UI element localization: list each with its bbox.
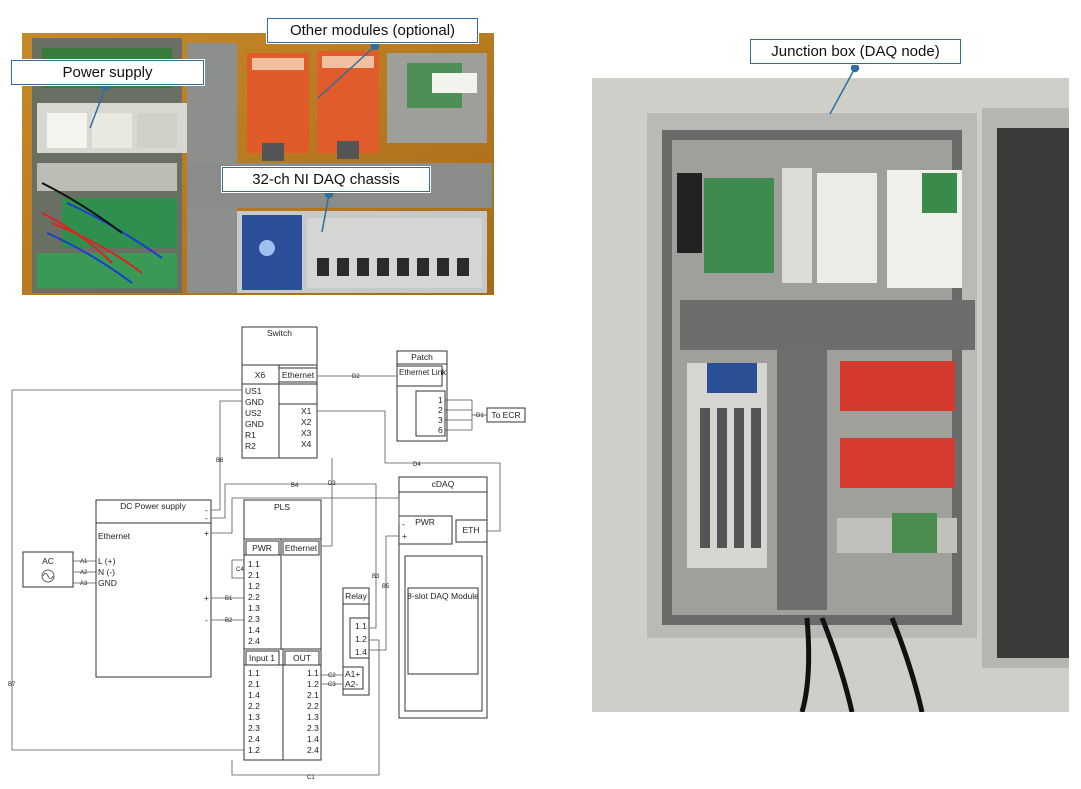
switch-title: Switch xyxy=(267,328,292,338)
pls-out-pin-7: 1.4 xyxy=(307,734,319,744)
ac-pin-a3: A3 xyxy=(80,581,88,587)
patch-title: Patch xyxy=(411,352,433,362)
pls-pwr-pin-3: 1.2 xyxy=(248,581,260,591)
relay-title: Relay xyxy=(345,591,367,601)
wire-label-b3: B3 xyxy=(372,574,380,580)
relay-coil-a1: A1+ xyxy=(345,669,360,679)
switch-pin-us1: US1 xyxy=(245,386,262,396)
pls-pwr-pin-6: 2.3 xyxy=(248,614,260,624)
to-ecr-label: To ECR xyxy=(491,410,520,420)
pls-out-pin-3: 2.1 xyxy=(307,690,319,700)
switch-pin-gnd2: GND xyxy=(245,419,264,429)
wire-label-b2: B2 xyxy=(225,618,233,624)
callout-junction-box: Junction box (DAQ node) xyxy=(750,39,961,64)
pls-title: PLS xyxy=(274,502,290,512)
pls-in-pin-1: 1.1 xyxy=(248,668,260,678)
dc-input-l: L (+) xyxy=(98,556,116,566)
cdaq-title: cDAQ xyxy=(432,479,455,489)
dc-supply-ethernet: Ethernet xyxy=(98,531,131,541)
pls-in-pin-7: 2.4 xyxy=(248,734,260,744)
switch-pin-us2: US2 xyxy=(245,408,262,418)
patch-pin-1: 1 xyxy=(438,395,443,405)
wire-label-b5: B5 xyxy=(382,584,390,590)
callout-power-supply: Power supply xyxy=(11,60,204,85)
pls-pwr-pin-1: 1.1 xyxy=(248,559,260,569)
pls-out-pin-5: 1.3 xyxy=(307,712,319,722)
switch-x6-label: X6 xyxy=(255,370,266,380)
relay-pin-12: 1.2 xyxy=(355,634,367,644)
switch-pin-x2: X2 xyxy=(301,417,312,427)
junction-box-photo xyxy=(592,78,1069,712)
pls-out-pin-8: 2.4 xyxy=(307,745,319,755)
cdaq-pwr-minus: - xyxy=(402,519,405,529)
dc-out-minus-3: - xyxy=(205,615,208,625)
callout-other-modules: Other modules (optional) xyxy=(267,18,478,43)
patch-pin-2: 2 xyxy=(438,405,443,415)
patch-pin-3: 3 xyxy=(438,415,443,425)
dc-input-n: N (-) xyxy=(98,567,115,577)
ac-label: AC xyxy=(42,556,54,566)
pls-pwr-pin-7: 1.4 xyxy=(248,625,260,635)
pls-pwr-pin-4: 2.2 xyxy=(248,592,260,602)
switch-pin-gnd1: GND xyxy=(245,397,264,407)
switch-ethernet-port: Ethernet xyxy=(282,370,315,380)
dc-out-minus-1: - xyxy=(205,505,208,515)
switch-pin-r2: R2 xyxy=(245,441,256,451)
pls-in-pin-4: 2.2 xyxy=(248,701,260,711)
wire-label-c4: C4 xyxy=(236,567,244,573)
pls-out-pin-6: 2.3 xyxy=(307,723,319,733)
pls-in-pin-8: 1.2 xyxy=(248,745,260,755)
pls-input-label: Input 1 xyxy=(249,653,275,663)
switch-pin-r1: R1 xyxy=(245,430,256,440)
pls-out-label: OUT xyxy=(293,653,311,663)
relay-coil-a2: A2- xyxy=(345,679,358,689)
pls-in-pin-6: 2.3 xyxy=(248,723,260,733)
dc-out-plus: + xyxy=(204,528,209,538)
cdaq-eth-label: ETH xyxy=(463,525,480,535)
switch-pin-x4: X4 xyxy=(301,439,312,449)
wire-label-b4: B4 xyxy=(291,483,299,489)
wire-label-b6: B6 xyxy=(216,458,224,464)
pls-out-pin-1: 1.1 xyxy=(307,668,319,678)
dc-out-plus-2: + xyxy=(204,593,209,603)
ac-pin-a1: A1 xyxy=(80,559,88,565)
patch-link-label: Ethernet Link xyxy=(399,368,447,377)
relay-pin-14: 1.4 xyxy=(355,647,367,657)
pls-in-pin-3: 1.4 xyxy=(248,690,260,700)
wire-label-d4: D4 xyxy=(413,462,421,468)
cdaq-pwr-label: PWR xyxy=(415,517,435,527)
cdaq-pwr-plus: + xyxy=(402,531,407,541)
patch-pin-6: 6 xyxy=(438,425,443,435)
dc-input-gnd: GND xyxy=(98,578,117,588)
pls-out-pin-2: 1.2 xyxy=(307,679,319,689)
wire-label-b1: B1 xyxy=(225,596,233,602)
pls-pwr-pin-8: 2.4 xyxy=(248,636,260,646)
callout-daq-chassis: 32-ch NI DAQ chassis xyxy=(222,167,430,192)
pls-out-pin-4: 2.2 xyxy=(307,701,319,711)
dc-out-minus-2: - xyxy=(205,513,208,523)
pls-ethernet-label: Ethernet xyxy=(285,543,318,553)
ac-pin-a2: A2 xyxy=(80,570,88,576)
wiring-schematic: Switch X6 Ethernet US1 GND US2 GND R1 R2… xyxy=(8,326,526,781)
wire-label-c1: C1 xyxy=(307,775,315,781)
pls-pwr-label: PWR xyxy=(252,543,272,553)
cdaq-module-label: 8-slot DAQ Module xyxy=(407,591,479,601)
pls-in-pin-5: 1.3 xyxy=(248,712,260,722)
pls-pwr-pin-2: 2.1 xyxy=(248,570,260,580)
relay-pin-11: 1.1 xyxy=(355,621,367,631)
switch-pin-x3: X3 xyxy=(301,428,312,438)
wire-label-b7: B7 xyxy=(8,682,16,688)
wire-label-c2: C2 xyxy=(328,673,336,679)
pls-in-pin-2: 2.1 xyxy=(248,679,260,689)
pls-pwr-pin-5: 1.3 xyxy=(248,603,260,613)
switch-pin-x1: X1 xyxy=(301,406,312,416)
wire-label-d1: D1 xyxy=(476,413,484,419)
dc-supply-title: DC Power supply xyxy=(120,501,186,511)
wire-label-d2: D2 xyxy=(352,374,360,380)
wire-label-c3: C3 xyxy=(328,682,336,688)
wire-label-d3: D3 xyxy=(328,481,336,487)
